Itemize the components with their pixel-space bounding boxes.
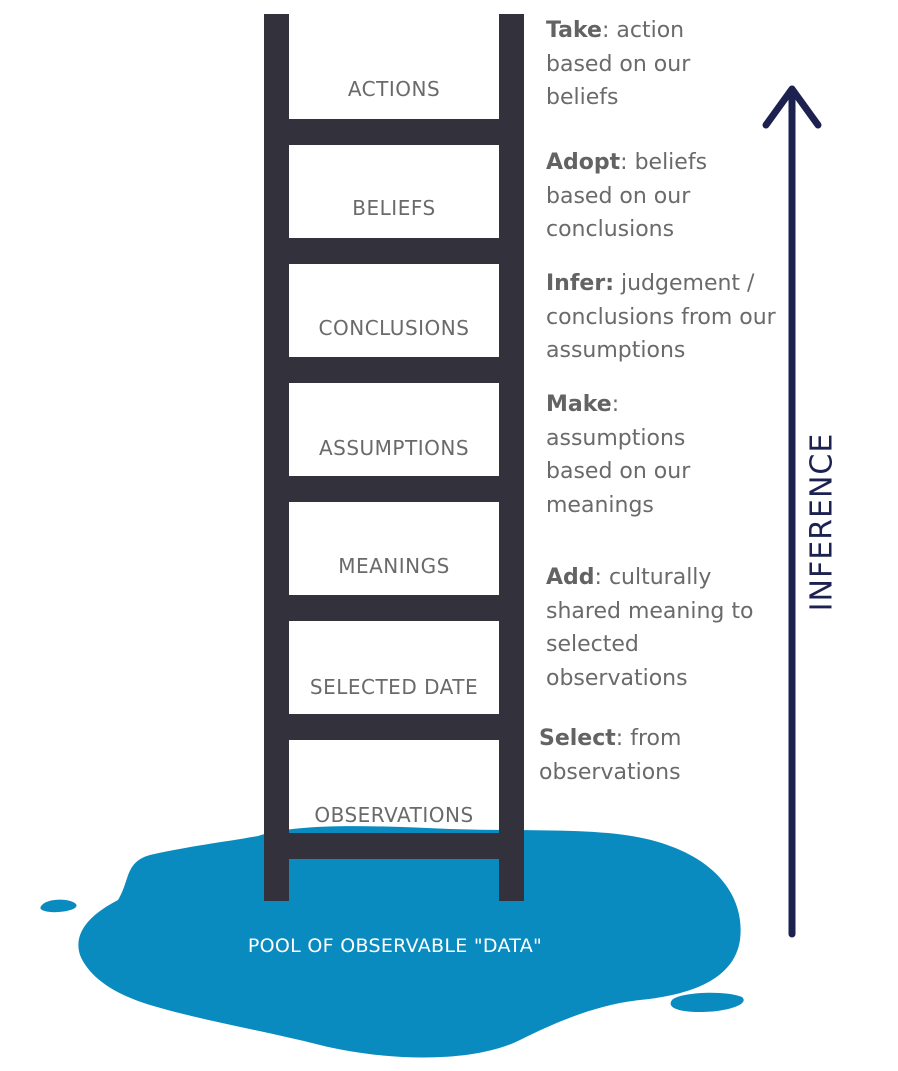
- step-description: assumptions based on our meanings: [546, 425, 691, 518]
- rung-label-meanings: MEANINGS: [338, 554, 450, 578]
- step-verb: Select: [539, 726, 616, 751]
- step-sep: :: [601, 18, 610, 43]
- ladder-rail-left: [264, 14, 289, 901]
- ladder-rung: [289, 595, 499, 621]
- rung-label-assumptions: ASSUMPTIONS: [318, 436, 470, 460]
- step-description: beliefs based on our conclusions: [546, 150, 708, 242]
- pool-of-data: [40, 826, 744, 1058]
- pool-splash-right: [670, 992, 744, 1012]
- rung-label-selected-date: SELECTED DATE: [309, 675, 479, 699]
- pool-splash-left: [40, 899, 77, 913]
- ladder-rung: [289, 119, 499, 145]
- step-description: judgement / conclusions from our assumpt…: [546, 271, 776, 363]
- rung-label-beliefs: BELIEFS: [352, 196, 436, 220]
- ladder-rung: [289, 357, 499, 383]
- step-take: Take: action based on our beliefs: [546, 14, 726, 115]
- rung-label-observations: OBSERVATIONS: [314, 803, 474, 827]
- rung-label-conclusions: CONCLUSIONS: [318, 316, 470, 340]
- ladder-rung: [289, 714, 499, 740]
- step-description: action based on our beliefs: [546, 18, 691, 110]
- step-sep: :: [620, 150, 628, 175]
- step-description: from observations: [539, 726, 682, 785]
- step-select: Select: from observations: [539, 722, 729, 789]
- step-description: culturally shared meaning to selected ob…: [546, 565, 754, 691]
- step-verb: Take: [546, 18, 602, 43]
- step-sep: :: [611, 392, 620, 417]
- pool-main-shape: [78, 826, 741, 1058]
- ladder-rung: [289, 833, 499, 859]
- step-sep: :: [594, 565, 602, 590]
- inference-label: INFERENCE: [804, 432, 840, 612]
- ladder-rung: [289, 238, 499, 264]
- ladder-rung: [289, 476, 499, 502]
- step-verb: Add: [546, 565, 595, 590]
- step-adopt: Adopt: beliefs based on our conclusions: [546, 146, 736, 247]
- ladder-rail-right: [499, 14, 524, 901]
- step-sep: :: [615, 726, 624, 751]
- rung-label-actions: ACTIONS: [347, 77, 441, 101]
- step-infer: Infer: judgement / conclusions from our …: [546, 267, 784, 368]
- step-add: Add: culturally shared meaning to select…: [546, 561, 756, 695]
- ladder: [264, 14, 524, 901]
- step-make: Make: assumptions based on our meanings: [546, 388, 726, 522]
- step-verb: Adopt: [546, 150, 621, 175]
- pool-label: POOL OF OBSERVABLE "DATA": [247, 935, 543, 957]
- step-verb: Make: [546, 392, 612, 417]
- inference-arrow-head: [762, 85, 822, 129]
- inference-arrow: [762, 85, 822, 938]
- step-verb: Infer:: [546, 271, 614, 296]
